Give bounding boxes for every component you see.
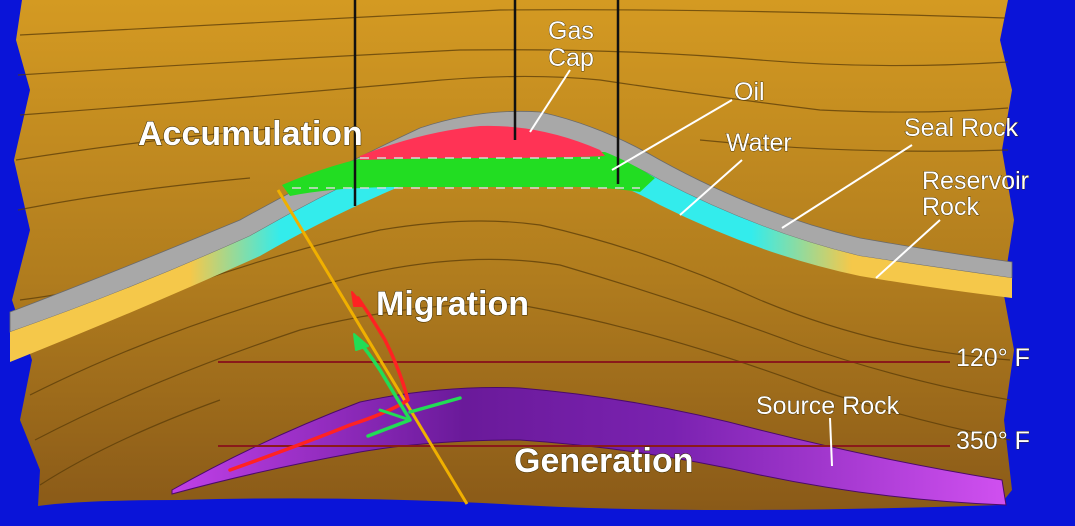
gas-cap-leader [529,69,571,133]
reservoir-rock-layer [10,135,1012,362]
seal-rock-leader [781,144,913,229]
gas-cap-label-line1: Gas [548,17,594,45]
migration-arrows [228,291,462,472]
water-label: Water [726,129,792,157]
reservoir-rock-label-line2: Rock [922,193,979,221]
oil-leader [611,99,733,171]
source-rock-label: Source Rock [756,392,900,420]
gas-cap-label-line2: Cap [548,44,594,72]
isotherm-lines [218,361,950,447]
seal-rock-label: Seal Rock [904,114,1018,142]
reservoir-rock-label-line1: Reservoir [922,167,1029,195]
source-rock-layer [171,387,1007,506]
leader-lines [529,69,941,467]
gas-cap-zone [360,125,605,160]
fault-line [276,189,469,505]
gas-migration-arrow [228,296,410,472]
oil-zone [282,152,655,196]
migration-label: Migration [376,285,529,323]
water-leader [679,159,743,216]
reservoir-rock-leader [875,219,941,279]
temp-120-label: 120° F [956,344,1030,372]
earth-block [12,0,1014,510]
oil-label: Oil [734,78,765,106]
temp-350-label: 350° F [956,427,1030,455]
source-rock-leader [829,417,833,467]
fluid-contacts [292,157,640,189]
wells [353,0,620,206]
generation-label: Generation [514,442,693,480]
accumulation-label: Accumulation [138,115,363,153]
